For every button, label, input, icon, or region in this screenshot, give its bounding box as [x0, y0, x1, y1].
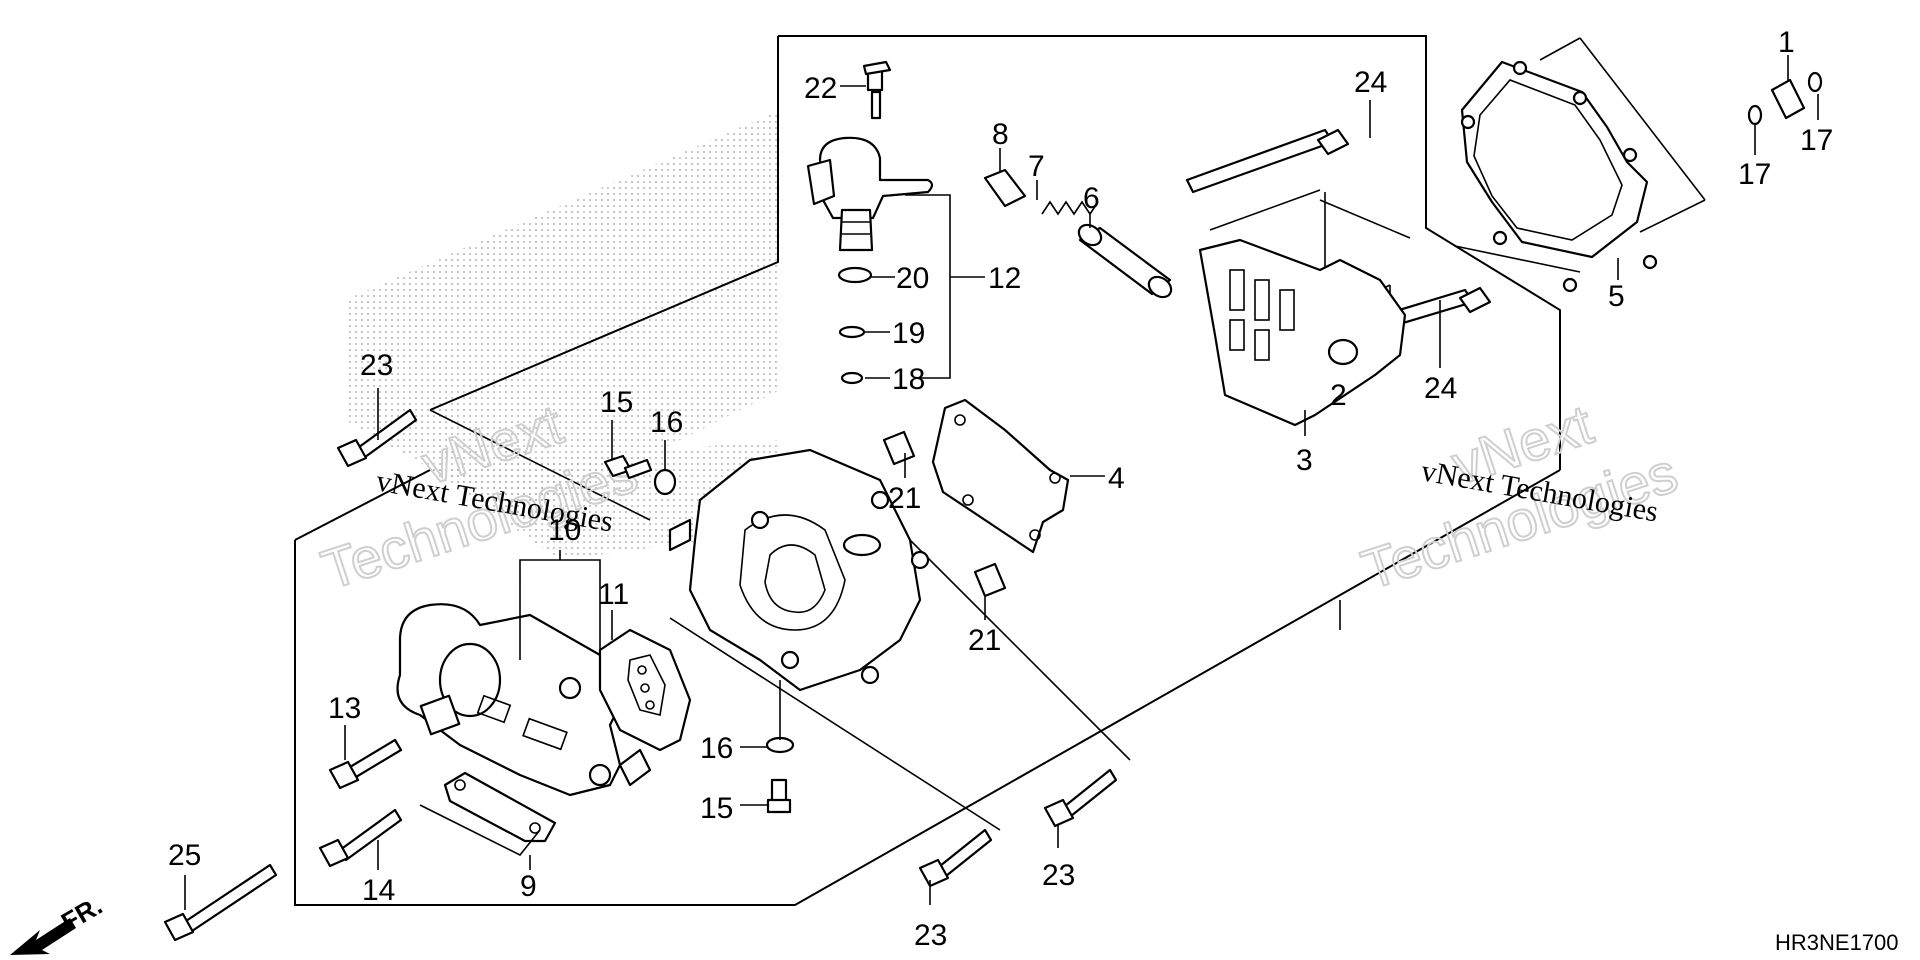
bolt-23-bottom [918, 828, 993, 888]
leader-lines [184, 55, 1819, 910]
valve-body [668, 448, 930, 692]
bolt-25 [163, 863, 278, 942]
label-part-12: 12 [988, 262, 1021, 295]
bolt-24-upper [1185, 128, 1350, 194]
watermark-right: Technologies vNext vNext Technologies [1353, 391, 1685, 602]
label-part-16-lower: 16 [700, 732, 733, 765]
plug-1 [1747, 71, 1823, 126]
solenoid-10 [396, 603, 652, 797]
dowel-21-lower [973, 562, 1007, 598]
label-part-10: 10 [548, 514, 581, 547]
valve-6 [1077, 223, 1173, 299]
washer-16-lower [765, 736, 795, 754]
label-part-5: 5 [1608, 280, 1625, 313]
label-part-4: 4 [1108, 462, 1125, 495]
bolt-13 [328, 738, 403, 790]
label-part-25: 25 [168, 839, 201, 872]
clip-8 [983, 168, 1027, 208]
label-part-21-lower: 21 [968, 624, 1001, 657]
label-part-6: 6 [1083, 182, 1100, 215]
label-part-18: 18 [892, 363, 925, 396]
bracket-9 [443, 771, 557, 843]
label-part-24-upper: 24 [1354, 66, 1387, 99]
plate-4 [931, 398, 1070, 554]
label-part-23-right: 23 [1042, 859, 1075, 892]
label-part-16-upper: 16 [650, 406, 683, 439]
label-part-17-right: 17 [1800, 124, 1833, 157]
gasket-5 [1460, 60, 1658, 293]
label-part-11: 11 [598, 578, 629, 611]
label-part-23-left: 23 [360, 349, 393, 382]
solenoid-valve-12 [806, 60, 934, 385]
dowel-21-upper [882, 430, 916, 466]
label-part-24-lower: 24 [1424, 372, 1457, 405]
bolt-15-lower [766, 778, 792, 814]
label-part-13: 13 [328, 692, 361, 725]
label-part-21-upper: 21 [888, 482, 921, 515]
label-part-3: 3 [1296, 444, 1313, 477]
washer-16-upper [653, 468, 677, 496]
bolt-23-right [1043, 768, 1118, 828]
bolt-15-upper [603, 454, 653, 480]
stipple-shading [345, 110, 780, 560]
front-arrow: FR. [10, 890, 107, 955]
gasket-11 [598, 628, 692, 752]
cover-3 [1198, 238, 1407, 427]
bolt-23-left [336, 408, 418, 468]
label-part-22: 22 [804, 72, 837, 105]
label-part-8: 8 [992, 118, 1009, 151]
label-part-9: 9 [520, 870, 537, 903]
label-part-23-bottom: 23 [914, 919, 947, 952]
label-part-20: 20 [896, 262, 929, 295]
label-part-7: 7 [1028, 150, 1045, 183]
label-part-19: 19 [892, 317, 925, 350]
bolt-14 [318, 808, 403, 868]
assembly-outlines [294, 35, 1706, 906]
spring-7 [1041, 200, 1099, 216]
label-part-2: 2 [1330, 379, 1347, 412]
label-part-15-upper: 15 [600, 386, 633, 419]
part-labels: 1 2 3 4 5 6 7 8 9 10 11 12 13 14 15 15 1… [168, 26, 1833, 952]
label-part-15-lower: 15 [700, 792, 733, 825]
label-part-17-left: 17 [1738, 158, 1771, 191]
label-part-14: 14 [362, 874, 395, 907]
diagram-code: HR3NE1700 [1775, 930, 1899, 955]
label-part-1: 1 [1778, 26, 1795, 59]
